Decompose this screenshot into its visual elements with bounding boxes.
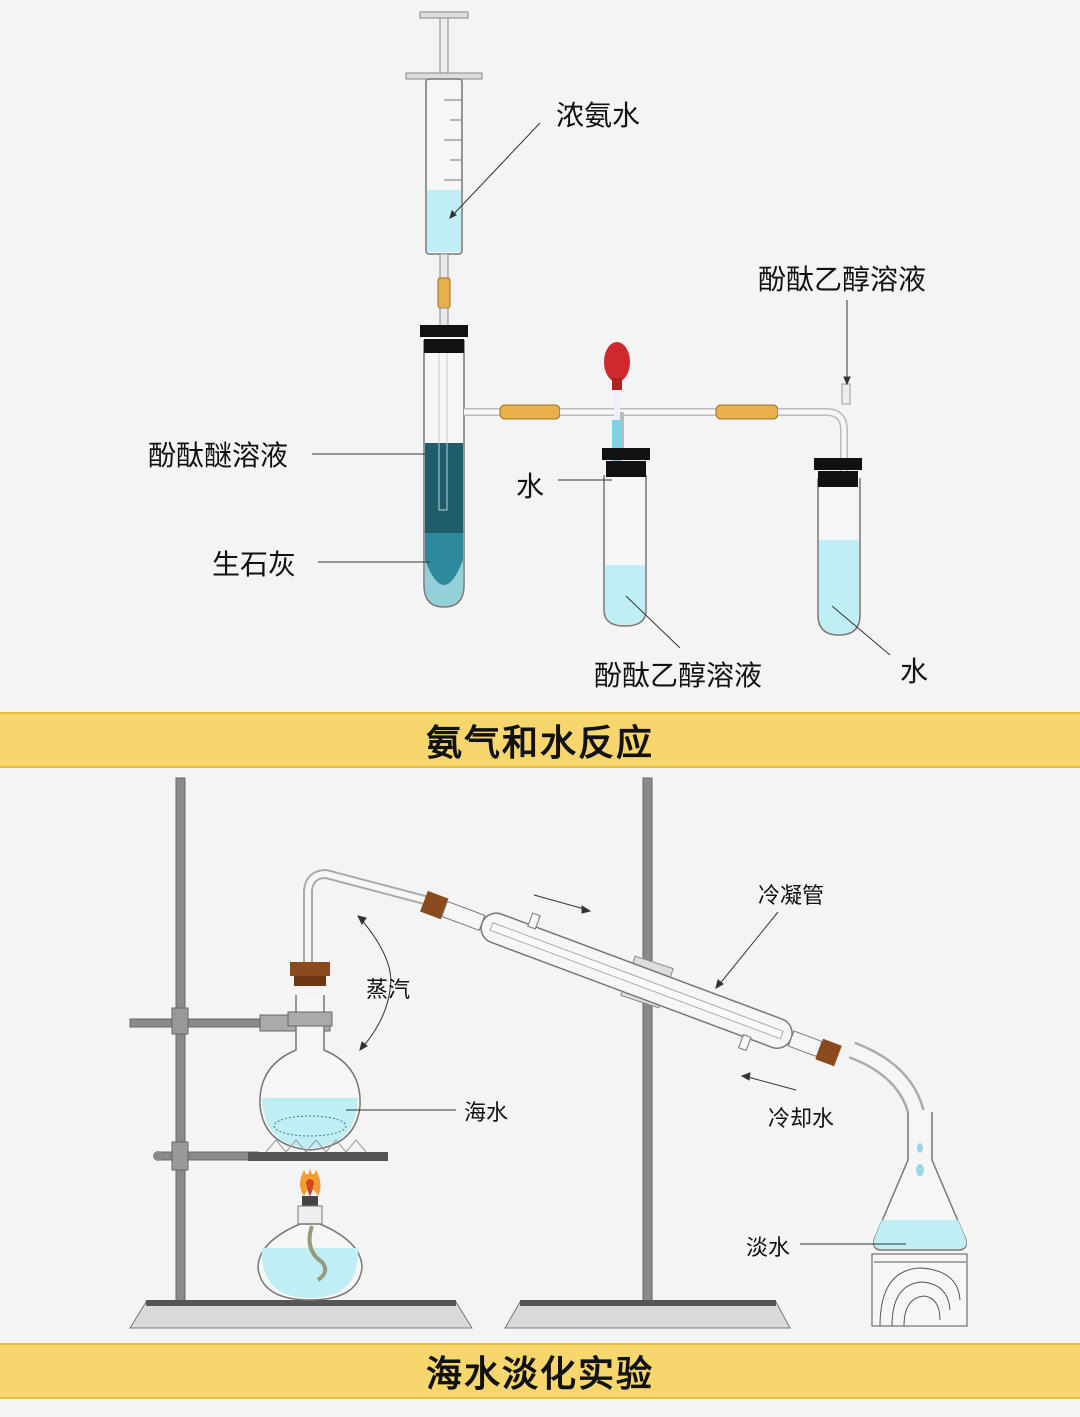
syringe	[405, 11, 483, 329]
label-seawater: 海水	[464, 1101, 509, 1126]
pointer-lines-bottom	[346, 894, 906, 1245]
panel-title-desalination: 海水淡化实验	[425, 1354, 654, 1395]
round-bottom-flask	[259, 962, 361, 1151]
desalination-apparatus-diagram	[129, 777, 968, 1329]
label-water-dropper: 水	[516, 470, 545, 503]
label-quicklime: 生石灰	[212, 548, 297, 581]
wooden-block	[871, 1253, 968, 1327]
pointer-lines	[312, 122, 891, 656]
right-test-tube	[814, 383, 862, 636]
middle-test-tube	[602, 342, 650, 627]
label-water-right: 水	[900, 655, 929, 688]
panel-title-ammonia: 氨气和水反应	[425, 723, 654, 764]
label-steam: 蒸汽	[366, 978, 411, 1003]
label-phenol-ether: 酚酞醚溶液	[148, 439, 289, 472]
label-phenol-ethanol-top: 酚酞乙醇溶液	[758, 263, 927, 296]
left-ring-stand	[129, 777, 473, 1329]
desalination-panel: 冷凝管 蒸汽 海水 冷却水 淡水	[0, 768, 1080, 1343]
title-banner-ammonia: 氨气和水反应	[0, 712, 1080, 768]
connecting-tube	[464, 404, 848, 490]
ammonia-apparatus-diagram	[312, 11, 891, 656]
conical-flask	[872, 1112, 968, 1251]
wire-gauze	[265, 1139, 367, 1153]
label-conc-ammonia: 浓氨水	[556, 99, 641, 132]
condenser	[420, 890, 842, 1067]
label-cooling-water: 冷却水	[768, 1107, 835, 1132]
title-banner-desalination: 海水淡化实验	[0, 1343, 1080, 1399]
alcohol-lamp	[257, 1168, 363, 1301]
label-condenser: 冷凝管	[758, 884, 825, 909]
ammonia-water-panel: 浓氨水 酚酞乙醇溶液 酚酞醚溶液 水 生石灰 酚酞乙醇溶液 水	[148, 11, 929, 692]
label-phenol-ethanol-bottom: 酚酞乙醇溶液	[594, 659, 763, 692]
label-fresh-water: 淡水	[746, 1236, 791, 1261]
left-test-tube	[420, 325, 468, 608]
